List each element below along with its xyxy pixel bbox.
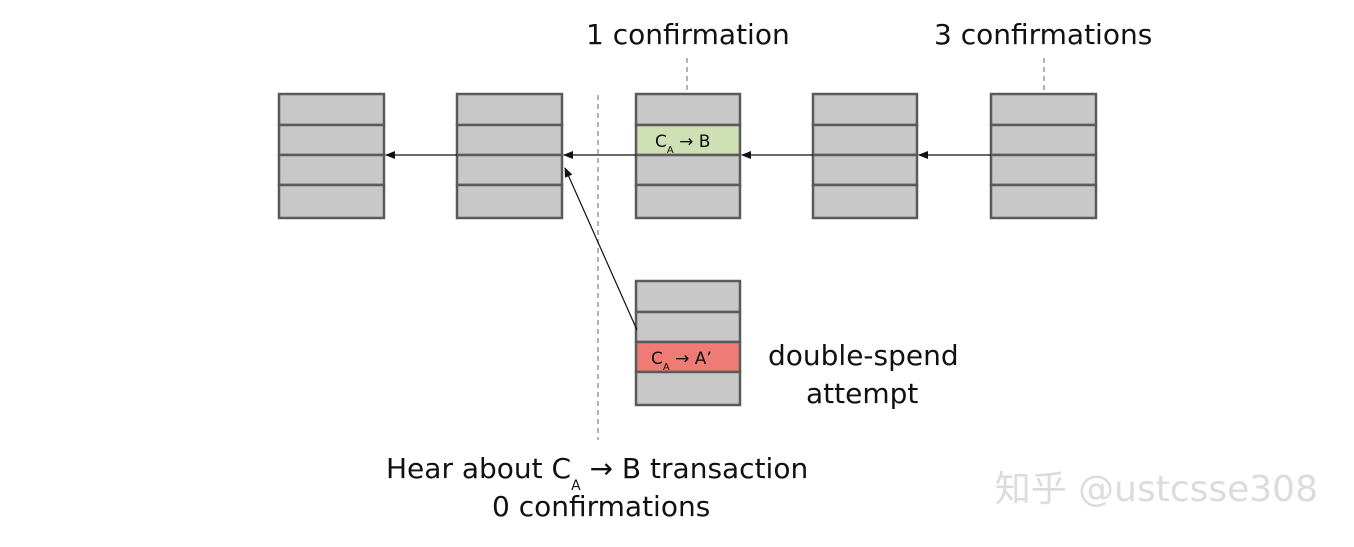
hear-about-suffix: → B transaction	[580, 452, 809, 485]
green-transaction-label: CA → B	[655, 132, 710, 156]
fork-block-row-2	[634, 310, 742, 344]
block-5-row-4	[989, 183, 1098, 220]
hear-about-prefix: Hear about C	[386, 452, 572, 485]
label-0-confirmations: 0 confirmations	[492, 490, 711, 523]
block-5	[989, 92, 1098, 220]
block-2-row-4	[455, 183, 564, 220]
block-1	[277, 92, 386, 220]
red-transaction-row	[634, 340, 742, 374]
block-4	[811, 92, 919, 220]
label-1-confirmation: 1 confirmation	[586, 18, 790, 51]
red-transaction-label: CA → A’	[651, 349, 712, 373]
arrow-fork-to-block2	[564, 167, 638, 331]
block-1-row-2	[277, 123, 386, 157]
block-5-row-3	[989, 153, 1098, 187]
block-2-row-1	[455, 92, 564, 127]
watermark: 知乎 @ustcsse308	[994, 469, 1318, 510]
block-5-row-2	[989, 123, 1098, 157]
block-3: CA → B	[634, 92, 742, 220]
block-4-row-3	[811, 153, 919, 187]
block-4-row-1	[811, 92, 919, 127]
label-double-spend: double-spend	[768, 339, 959, 372]
block-2-row-2	[455, 123, 564, 157]
block-3-row-1	[634, 92, 742, 127]
block-2	[455, 92, 564, 220]
block-2-row-3	[455, 153, 564, 187]
hear-about-subscript: A	[571, 478, 581, 494]
label-3-confirmations: 3 confirmations	[934, 18, 1153, 51]
fork-block: CA → A’	[634, 279, 742, 407]
block-5-row-1	[989, 92, 1098, 127]
fork-block-row-4	[634, 370, 742, 407]
block-1-row-4	[277, 183, 386, 220]
label-hear-about-transaction: Hear about CA → B transaction	[386, 452, 809, 494]
block-4-row-2	[811, 123, 919, 157]
fork-block-row-1	[634, 279, 742, 314]
block-1-row-3	[277, 153, 386, 187]
label-attempt: attempt	[806, 377, 919, 410]
block-4-row-4	[811, 183, 919, 220]
block-1-row-1	[277, 92, 386, 127]
block-3-row-4	[634, 183, 742, 220]
block-3-row-3	[634, 153, 742, 187]
